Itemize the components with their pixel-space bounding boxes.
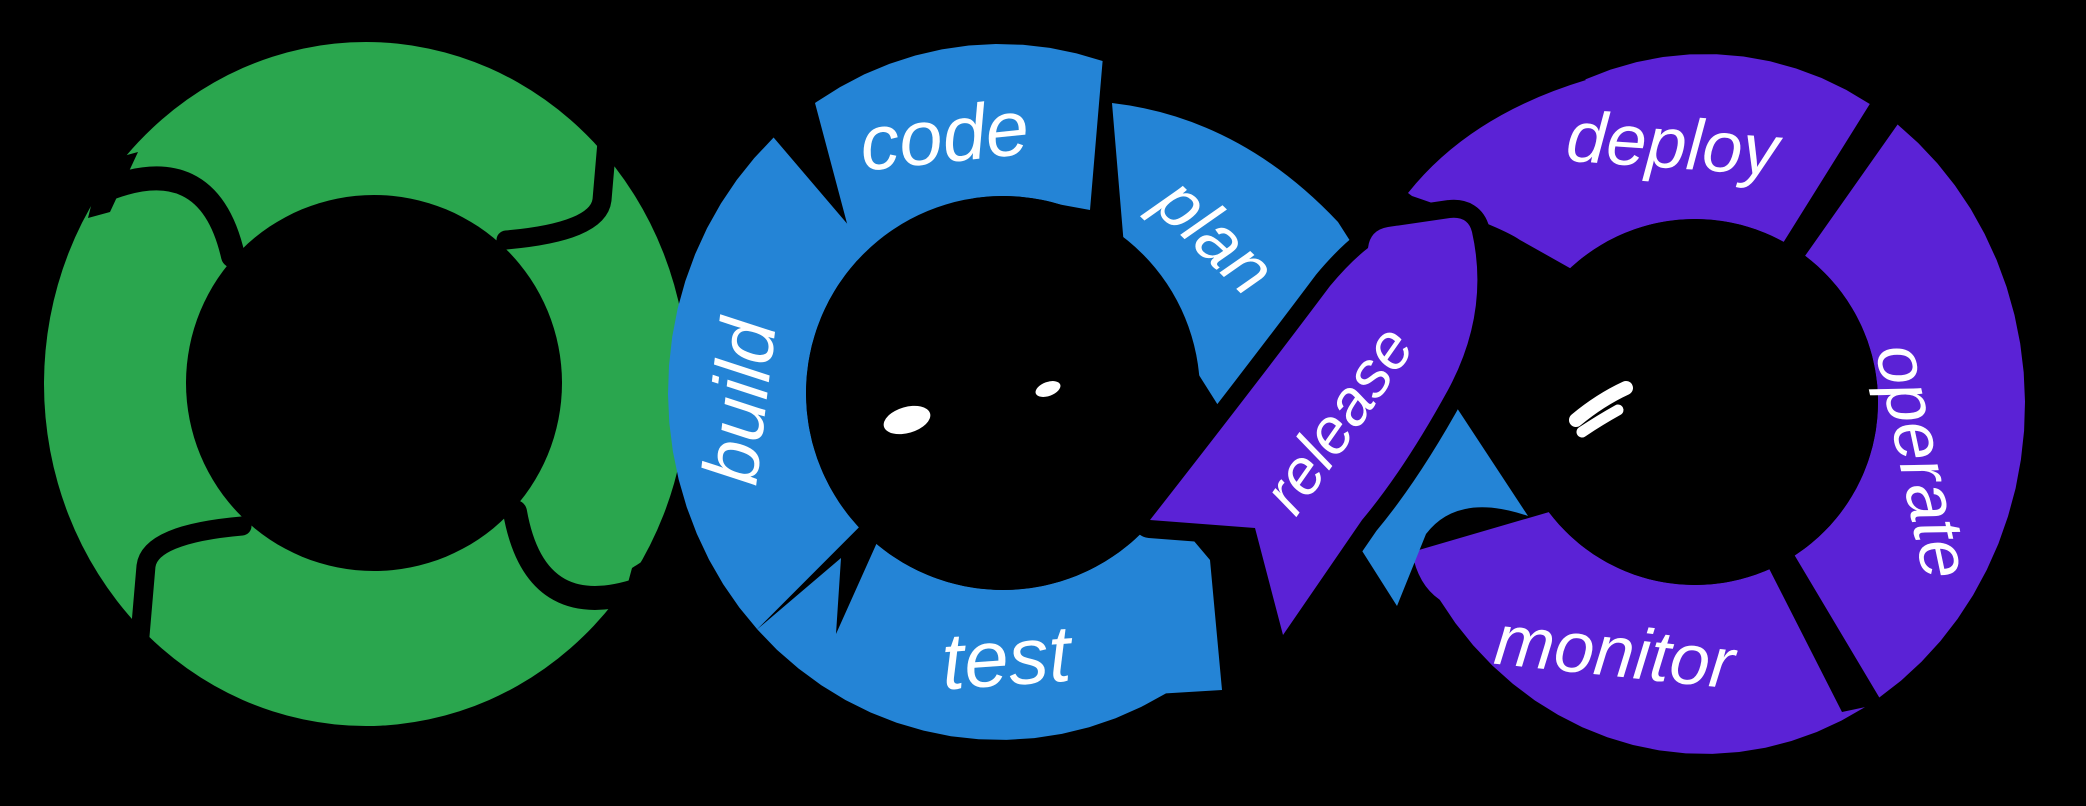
- svg-text:deploy: deploy: [1564, 97, 1785, 192]
- svg-text:code: code: [855, 83, 1032, 188]
- svg-text:test: test: [939, 608, 1077, 706]
- svg-text:build: build: [685, 312, 793, 489]
